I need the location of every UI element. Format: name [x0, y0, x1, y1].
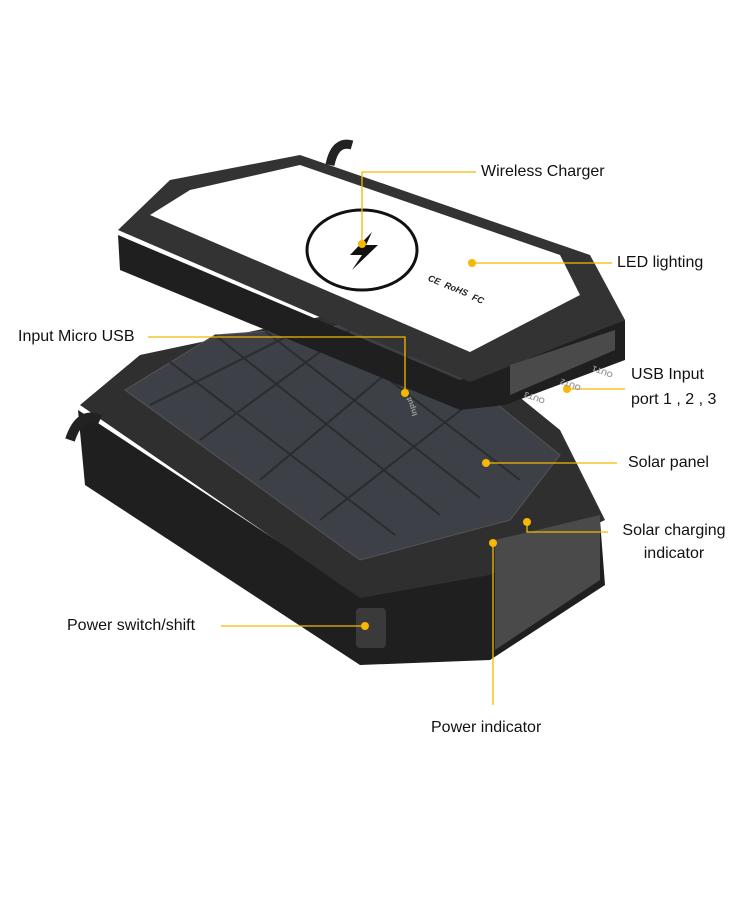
label-solar-indicator-2: indicator [643, 545, 705, 562]
label-solar-panel: Solar panel [628, 454, 709, 471]
label-led-lighting: LED lighting [617, 254, 704, 271]
callout-dot-usb-input [563, 385, 571, 393]
power-switch[interactable] [356, 608, 386, 648]
callout-dot-power-indicator [489, 539, 497, 547]
label-usb-input-1: USB Input [631, 366, 704, 383]
callout-dot-power-switch [361, 622, 369, 630]
callout-line-micro-usb [148, 336, 406, 393]
callout-dot-micro-usb [401, 389, 409, 397]
label-power-switch: Power switch/shift [67, 617, 196, 634]
solar-bank-side [78, 410, 605, 665]
callout-line-wireless [361, 171, 476, 244]
white-panel [150, 165, 580, 352]
callout-dot-solar-indicator [523, 518, 531, 526]
lanyard-hook-top [325, 139, 354, 167]
label-usb-input-2: port 1 , 2 , 3 [631, 391, 717, 408]
textured-grip-top [510, 330, 615, 395]
callout-dot-wireless [358, 240, 366, 248]
textured-grip [495, 515, 600, 650]
wireless-power-bank [118, 139, 625, 410]
label-input-micro-usb: Input Micro USB [18, 328, 135, 345]
lightning-icon [350, 232, 378, 270]
label-wireless-charger: Wireless Charger [481, 163, 605, 180]
label-power-indicator: Power indicator [431, 719, 542, 736]
lanyard-hook-bottom [65, 412, 103, 442]
label-solar-indicator-1: Solar charging [622, 522, 726, 539]
callout-dot-solar-panel [482, 459, 490, 467]
callout-dot-led [468, 259, 476, 267]
